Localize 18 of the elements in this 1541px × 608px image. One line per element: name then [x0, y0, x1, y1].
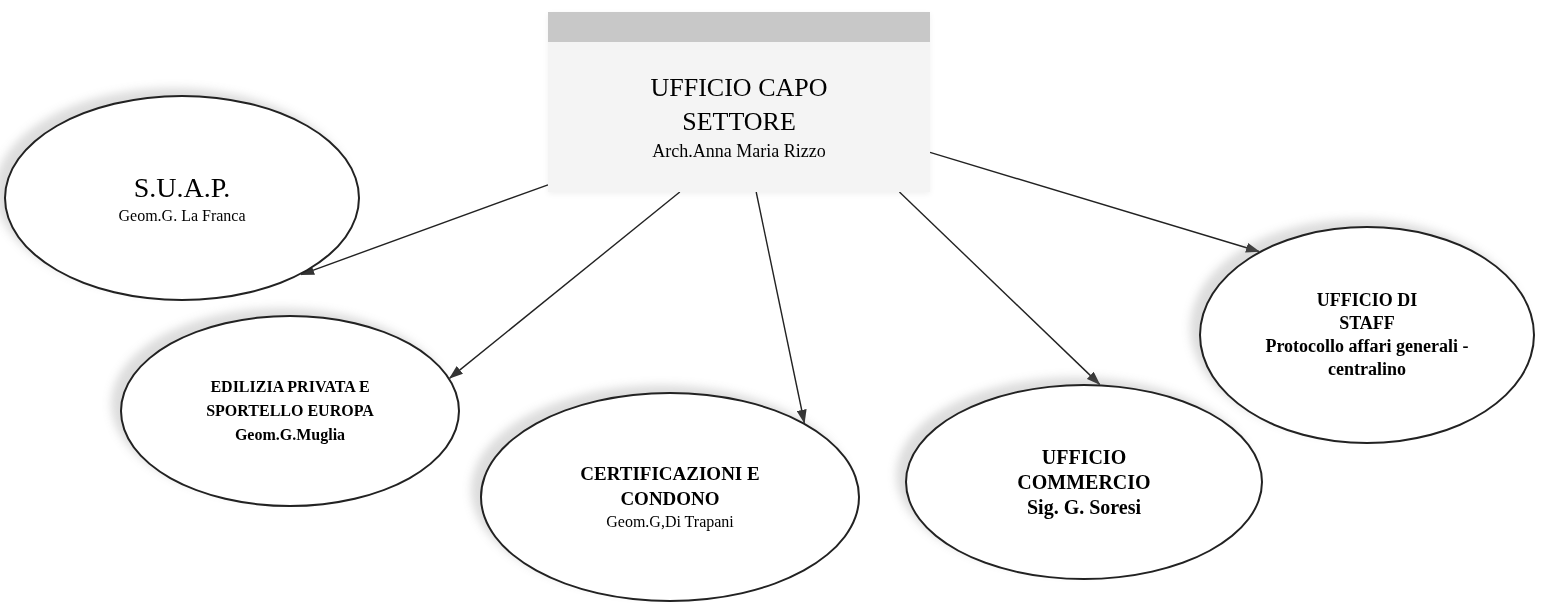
arrow	[755, 191, 807, 424]
office-name: UFFICIO DI STAFF	[1315, 289, 1419, 335]
office-name: UFFICIO COMMERCIO	[1016, 444, 1152, 495]
office-name: CERTIFICAZIONI E CONDONO	[579, 462, 761, 511]
office-name: UFFICIO CAPO SETTORE	[649, 72, 829, 138]
office-head: Sig. G. Soresi	[1026, 494, 1142, 520]
office-head: Protocollo affari generali - centralino	[1264, 335, 1470, 381]
office-name: S.U.A.P.	[133, 171, 231, 205]
office-name: EDILIZIA PRIVATA E SPORTELLO EUROPA	[205, 377, 375, 421]
office-head: Geom.G. La Franca	[118, 206, 246, 226]
office-head: Arch.Anna Maria Rizzo	[652, 140, 826, 163]
office-head: Geom.G,Di Trapani	[606, 512, 734, 533]
office-head: Geom.G.Muglia	[234, 425, 346, 446]
arrow	[898, 191, 1101, 386]
office-box	[548, 12, 930, 192]
arrow	[300, 184, 549, 276]
arrow	[448, 191, 681, 379]
arrow	[929, 151, 1260, 253]
